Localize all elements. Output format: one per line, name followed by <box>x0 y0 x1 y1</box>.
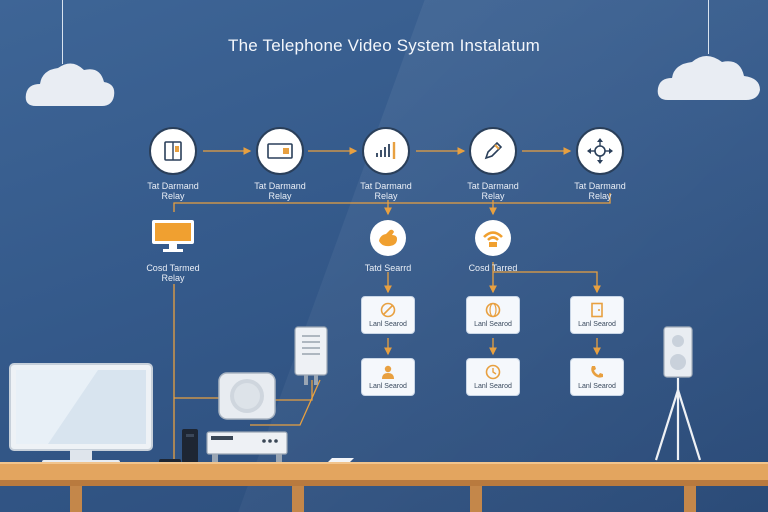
phone-icon <box>591 366 603 378</box>
camera-unit <box>218 372 276 420</box>
clock-icon <box>485 364 501 380</box>
video-box-icon <box>267 143 293 159</box>
desktop-monitor <box>9 363 153 466</box>
node-signal-bars <box>362 127 410 175</box>
speaker-small <box>182 429 198 463</box>
network-hub-icon <box>587 138 613 164</box>
node-label-wifi: Cosd Tarred <box>468 263 518 273</box>
hand-icon <box>379 229 397 247</box>
node-network-hub <box>576 127 624 175</box>
speaker-tripod <box>654 326 702 461</box>
card-globe: Lanl Searod <box>466 296 520 334</box>
desk-surface <box>0 462 768 480</box>
node-device-panel <box>149 127 197 175</box>
cloud-right <box>657 56 760 100</box>
node-video-box <box>256 127 304 175</box>
monitor-icon <box>152 220 194 252</box>
cloud-left <box>25 63 115 106</box>
pen-tool-icon <box>484 141 503 160</box>
desk-leg <box>470 486 482 512</box>
card-door: Lanl Searod <box>570 296 624 334</box>
door-icon <box>591 302 603 318</box>
desk-leg <box>684 486 696 512</box>
device-panel-icon <box>164 141 182 161</box>
node-wifi <box>475 220 511 256</box>
desk-edge <box>0 480 768 486</box>
cloud-wire-left <box>62 0 63 64</box>
recorder-box <box>206 431 288 462</box>
node-hand <box>370 220 406 256</box>
intercom-unit <box>294 326 328 385</box>
desk-leg <box>292 486 304 512</box>
cloud-wire-right <box>708 0 709 54</box>
card-no-signal: Lanl Searod <box>361 296 415 334</box>
card-phone: Lanl Searod <box>570 358 624 396</box>
node-label-hand: Tatd Searrd <box>364 263 412 273</box>
no-signal-icon <box>380 302 396 318</box>
globe-icon <box>485 302 501 318</box>
person-icon <box>382 365 394 379</box>
card-clock: Lanl Searod <box>466 358 520 396</box>
desk-leg <box>70 486 82 512</box>
card-person: Lanl Searod <box>361 358 415 396</box>
signal-bars-icon <box>376 142 396 159</box>
wifi-icon <box>483 231 503 247</box>
diagram-title: The Telephone Video System Instalatum <box>227 36 540 55</box>
node-pen-tool <box>469 127 517 175</box>
